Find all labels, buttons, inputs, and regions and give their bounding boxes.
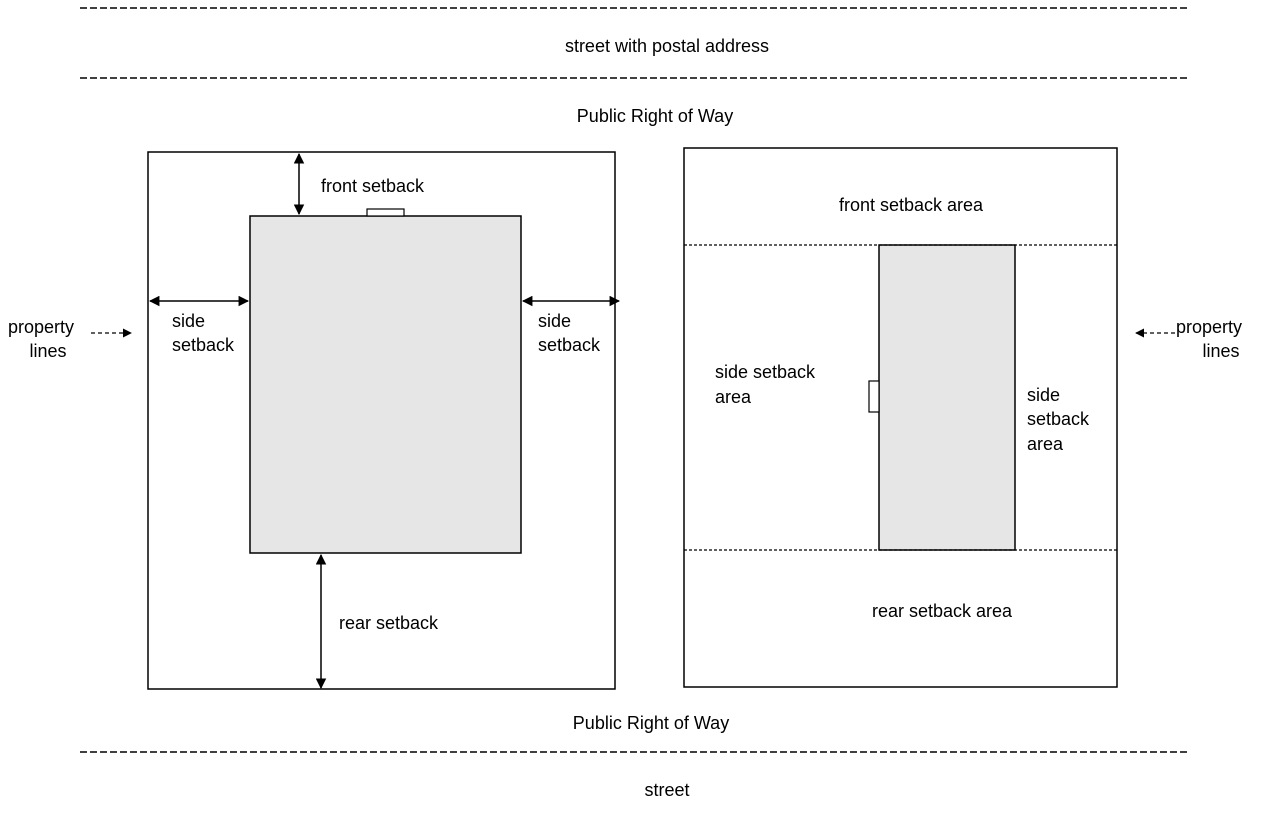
left-building-porch bbox=[366, 208, 405, 217]
left-side-area-label-2: area bbox=[715, 387, 752, 407]
right-building-porch bbox=[868, 380, 880, 413]
top-row-label: Public Right of Way bbox=[577, 106, 733, 126]
top-street-label: street with postal address bbox=[565, 36, 769, 56]
right-side-setback-label-1: side bbox=[538, 311, 571, 331]
front-setback-area-label: front setback area bbox=[839, 195, 984, 215]
left-side-area-label-1: side setback bbox=[715, 362, 816, 382]
left-side-setback-label-2: setback bbox=[172, 335, 235, 355]
property-lines-left-label-2: lines bbox=[29, 341, 66, 361]
right-side-area-label-3: area bbox=[1027, 434, 1064, 454]
right-side-area-label-1: side bbox=[1027, 385, 1060, 405]
property-lines-left-label-1: property bbox=[8, 317, 74, 337]
front-setback-label: front setback bbox=[321, 176, 425, 196]
right-side-area-label-2: setback bbox=[1027, 409, 1090, 429]
right-building bbox=[878, 244, 1016, 551]
left-lot-boundary bbox=[147, 151, 616, 690]
rear-setback-label: rear setback bbox=[339, 613, 439, 633]
right-side-setback-label-2: setback bbox=[538, 335, 601, 355]
bottom-street-label: street bbox=[644, 780, 689, 800]
property-lines-right-label-2: lines bbox=[1202, 341, 1239, 361]
left-building bbox=[249, 215, 522, 554]
left-side-setback-label-1: side bbox=[172, 311, 205, 331]
rear-setback-area-label: rear setback area bbox=[872, 601, 1013, 621]
right-lot-boundary bbox=[683, 147, 1118, 688]
bottom-row-label: Public Right of Way bbox=[573, 713, 729, 733]
property-lines-right-label-1: property bbox=[1176, 317, 1242, 337]
